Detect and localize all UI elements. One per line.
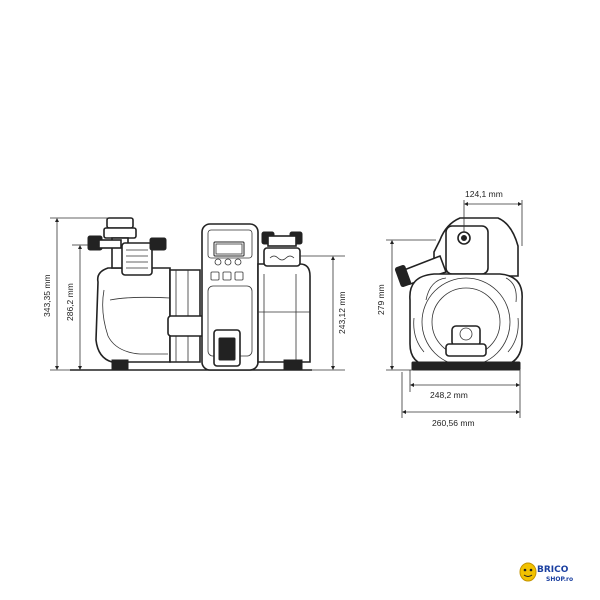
svg-text:SHOP.ro: SHOP.ro xyxy=(546,576,573,583)
brico-shop-logo: BRICO SHOP.ro xyxy=(519,562,573,583)
base-width-label: 248,2 mm xyxy=(430,390,468,400)
overall-width-label: 260,56 mm xyxy=(432,418,475,428)
front-dimension-lines xyxy=(386,200,523,418)
side-view xyxy=(70,217,312,371)
top-offset-label: 124,1 mm xyxy=(465,189,503,199)
rear-height-label: 279 mm xyxy=(376,284,386,315)
body-height-label: 286,2 mm xyxy=(65,283,75,321)
overall-height-label: 343,35 mm xyxy=(42,274,52,317)
outlet-height-label: 243,12 mm xyxy=(337,291,347,334)
svg-text:BRICO: BRICO xyxy=(537,565,569,575)
side-dimension-lines xyxy=(50,217,345,371)
front-view xyxy=(394,217,523,371)
